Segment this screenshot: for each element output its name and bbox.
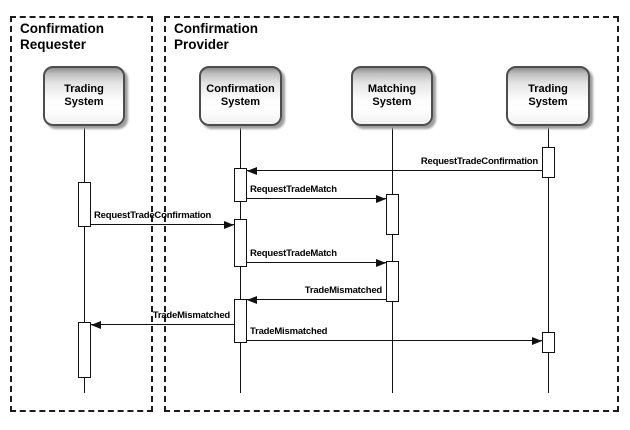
arrowhead-icon bbox=[91, 320, 101, 329]
lifeline-label: Confirmation System bbox=[206, 83, 275, 108]
message-line bbox=[247, 339, 542, 341]
message-line bbox=[247, 197, 386, 199]
activation-matching-2 bbox=[386, 261, 399, 302]
message-request-trade-confirmation-1: RequestTradeConfirmation bbox=[247, 154, 542, 175]
message-label: RequestTradeConfirmation bbox=[420, 156, 538, 167]
activation-confirmation-3 bbox=[234, 299, 247, 343]
activation-confirmation-2 bbox=[234, 219, 247, 267]
frame-title-provider: Confirmation Provider bbox=[174, 21, 258, 52]
arrowhead-icon bbox=[376, 258, 386, 267]
message-line bbox=[247, 261, 386, 263]
lifeline-matching bbox=[391, 126, 393, 393]
activation-trading-left-1 bbox=[78, 182, 91, 227]
lifeline-trading-left bbox=[83, 126, 85, 393]
message-label: RequestTradeMatch bbox=[250, 248, 337, 259]
arrowhead-icon bbox=[247, 295, 257, 304]
lifeline-head-trading-right: Trading System bbox=[506, 66, 590, 126]
lifeline-trading-right bbox=[547, 126, 549, 393]
arrowhead-icon bbox=[224, 220, 234, 229]
frame-confirmation-requester: Confirmation Requester bbox=[10, 16, 153, 412]
message-trade-mismatched-1: TradeMismatched bbox=[247, 283, 386, 304]
activation-matching-1 bbox=[386, 194, 399, 235]
activation-trading-right-1 bbox=[542, 147, 555, 178]
arrowhead-icon bbox=[532, 336, 542, 345]
lifeline-label: Matching System bbox=[367, 83, 417, 108]
lifeline-label: Trading System bbox=[64, 83, 104, 108]
activation-confirmation-1 bbox=[234, 168, 247, 202]
message-trade-mismatched-2: TradeMismatched bbox=[91, 308, 234, 329]
message-label: RequestTradeConfirmation bbox=[94, 210, 212, 221]
message-label: RequestTradeMatch bbox=[250, 184, 337, 195]
arrowhead-icon bbox=[247, 166, 257, 175]
lifeline-head-matching: Matching System bbox=[351, 66, 433, 126]
arrowhead-icon bbox=[376, 194, 386, 203]
message-label: TradeMismatched bbox=[152, 310, 230, 321]
message-request-trade-match-1: RequestTradeMatch bbox=[247, 182, 386, 203]
message-request-trade-match-2: RequestTradeMatch bbox=[247, 246, 386, 267]
activation-trading-left-2 bbox=[78, 322, 91, 378]
message-line bbox=[247, 298, 386, 300]
lifeline-head-confirmation: Confirmation System bbox=[199, 66, 282, 126]
message-line bbox=[247, 169, 542, 171]
message-line bbox=[91, 223, 234, 225]
message-line bbox=[91, 323, 234, 325]
lifeline-label: Trading System bbox=[528, 83, 568, 108]
message-label: TradeMismatched bbox=[304, 285, 382, 296]
message-trade-mismatched-3: TradeMismatched bbox=[247, 324, 542, 345]
frame-title-requester: Confirmation Requester bbox=[20, 21, 104, 52]
message-label: TradeMismatched bbox=[250, 326, 328, 337]
activation-trading-right-2 bbox=[542, 332, 555, 353]
lifeline-head-trading-left: Trading System bbox=[43, 66, 125, 126]
frame-confirmation-provider: Confirmation Provider bbox=[164, 16, 619, 412]
message-request-trade-confirmation-2: RequestTradeConfirmation bbox=[91, 208, 234, 229]
